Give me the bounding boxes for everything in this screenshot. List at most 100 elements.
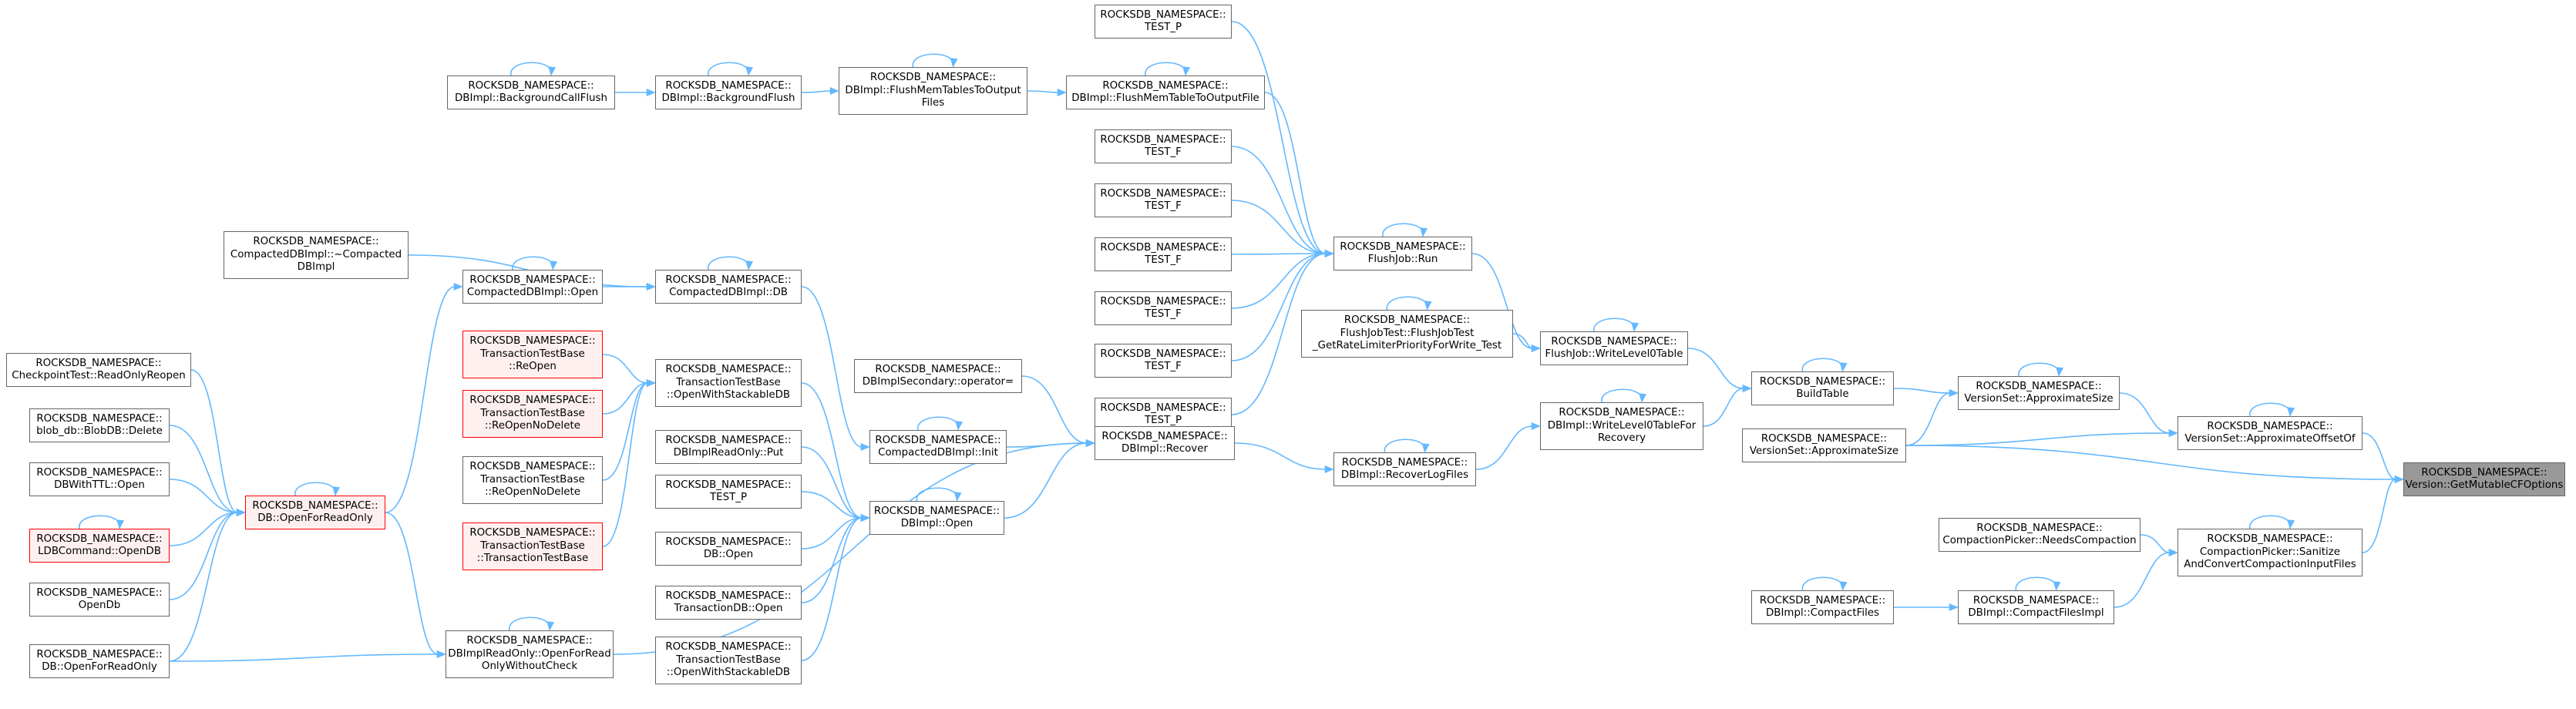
graph-node-cdbi-db[interactable]: ROCKSDB_NAMESPACE:: CompactedDBImpl::DB bbox=[655, 270, 802, 304]
graph-node-test-p1[interactable]: ROCKSDB_NAMESPACE:: TEST_P bbox=[1095, 5, 1232, 39]
graph-node-dbi-compactfilesimpl[interactable]: ROCKSDB_NAMESPACE:: DBImpl::CompactFiles… bbox=[1958, 590, 2114, 624]
graph-node-ldb-opendb[interactable]: ROCKSDB_NAMESPACE:: LDBCommand::OpenDB bbox=[29, 529, 170, 563]
self-loop-dbi-flushtables bbox=[912, 53, 954, 68]
edge-vs-approxsize-b-to-vs-approxoffset bbox=[1905, 432, 2171, 446]
graph-node-dbwithttl-open[interactable]: ROCKSDB_NAMESPACE:: DBWithTTL::Open bbox=[29, 462, 170, 496]
edge-test-p2-to-fj-run-arrow bbox=[1324, 250, 1334, 257]
node-label: ROCKSDB_NAMESPACE:: TEST_P bbox=[665, 479, 792, 504]
graph-node-dbi-recover[interactable]: ROCKSDB_NAMESPACE:: DBImpl::Recover bbox=[1095, 426, 1235, 460]
self-loop-dbi-compactfilesimpl-arrow bbox=[2053, 581, 2061, 591]
graph-node-dbi-bgcallflush[interactable]: ROCKSDB_NAMESPACE:: DBImpl::BackgroundCa… bbox=[447, 76, 615, 109]
graph-node-db-open[interactable]: ROCKSDB_NAMESPACE:: DB::Open bbox=[655, 532, 802, 566]
graph-node-fjt-getrate[interactable]: ROCKSDB_NAMESPACE:: FlushJobTest::FlushJ… bbox=[1301, 310, 1513, 358]
graph-node-test-f5[interactable]: ROCKSDB_NAMESPACE:: TEST_F bbox=[1095, 344, 1232, 378]
graph-node-fj-writel0[interactable]: ROCKSDB_NAMESPACE:: FlushJob::WriteLevel… bbox=[1540, 331, 1688, 365]
graph-node-db-openro2[interactable]: ROCKSDB_NAMESPACE:: DB::OpenForReadOnly bbox=[29, 644, 170, 678]
edge-dbi-flushtables-to-dbi-flushtofile-arrow bbox=[1057, 89, 1067, 96]
graph-node-ttb-reopennodel1[interactable]: ROCKSDB_NAMESPACE:: TransactionTestBase … bbox=[462, 390, 603, 438]
node-label: ROCKSDB_NAMESPACE:: TransactionTestBase … bbox=[469, 461, 596, 499]
graph-node-test-f1[interactable]: ROCKSDB_NAMESPACE:: TEST_F bbox=[1095, 129, 1232, 163]
node-label: ROCKSDB_NAMESPACE:: CompactedDBImpl::~Co… bbox=[230, 236, 402, 274]
graph-node-vs-approxsize-a[interactable]: ROCKSDB_NAMESPACE:: VersionSet::Approxim… bbox=[1958, 376, 2120, 410]
graph-node-buildtable[interactable]: ROCKSDB_NAMESPACE:: BuildTable bbox=[1751, 371, 1894, 405]
self-loop-dbi-flushtables-arrow bbox=[950, 58, 958, 68]
graph-node-ttb-reopen[interactable]: ROCKSDB_NAMESPACE:: TransactionTestBase … bbox=[462, 331, 603, 378]
graph-node-cdbi-open[interactable]: ROCKSDB_NAMESPACE:: CompactedDBImpl::Ope… bbox=[462, 270, 603, 304]
edge-dbwithttl-open-to-db-openro bbox=[169, 479, 238, 513]
graph-node-dbi-flushtables[interactable]: ROCKSDB_NAMESPACE:: DBImpl::FlushMemTabl… bbox=[839, 67, 1027, 115]
edge-ttb-reopen-to-ttb-openstack bbox=[602, 354, 648, 384]
edge-dbiro-put-to-dbi-open bbox=[801, 446, 863, 519]
graph-node-dbi-recoverlog[interactable]: ROCKSDB_NAMESPACE:: DBImpl::RecoverLogFi… bbox=[1333, 452, 1476, 486]
graph-node-dbi-open[interactable]: ROCKSDB_NAMESPACE:: DBImpl::Open bbox=[869, 501, 1004, 535]
graph-node-cp-needs[interactable]: ROCKSDB_NAMESPACE:: CompactionPicker::Ne… bbox=[1939, 518, 2141, 552]
edge-cp-needs-to-cp-sanitize bbox=[2140, 534, 2171, 553]
graph-node-cpt-readonlyreopen[interactable]: ROCKSDB_NAMESPACE:: CheckpointTest::Read… bbox=[6, 353, 191, 387]
edge-db-openro2-to-db-openro bbox=[169, 512, 238, 662]
edge-vs-approxsize-b-to-vs-approxsize-a bbox=[1905, 392, 1951, 446]
graph-node-vs-approxoffset[interactable]: ROCKSDB_NAMESPACE:: VersionSet::Approxim… bbox=[2177, 416, 2362, 450]
graph-node-dbi-writel0[interactable]: ROCKSDB_NAMESPACE:: DBImpl::WriteLevel0T… bbox=[1540, 402, 1703, 450]
graph-node-cp-sanitize[interactable]: ROCKSDB_NAMESPACE:: CompactionPicker::Sa… bbox=[2177, 529, 2362, 576]
graph-node-test-f3[interactable]: ROCKSDB_NAMESPACE:: TEST_F bbox=[1095, 237, 1232, 271]
graph-node-test-f2[interactable]: ROCKSDB_NAMESPACE:: TEST_F bbox=[1095, 183, 1232, 217]
node-label: ROCKSDB_NAMESPACE:: TEST_P bbox=[1100, 402, 1226, 427]
self-loop-dbi-open bbox=[916, 487, 958, 502]
self-loop-fjt-getrate-arrow bbox=[1424, 301, 1432, 311]
graph-node-cdbi-dtor[interactable]: ROCKSDB_NAMESPACE:: CompactedDBImpl::~Co… bbox=[224, 231, 409, 279]
graph-node-tdb-open[interactable]: ROCKSDB_NAMESPACE:: TransactionDB::Open bbox=[655, 586, 802, 620]
node-label: ROCKSDB_NAMESPACE:: VersionSet::Approxim… bbox=[1964, 380, 2114, 405]
self-loop-cdbi-open-arrow bbox=[550, 260, 558, 270]
self-loop-cdbi-init bbox=[917, 416, 959, 431]
edge-ttb-reopennodel2-to-ttb-openstack bbox=[602, 382, 648, 481]
graph-node-ttb-reopennodel2[interactable]: ROCKSDB_NAMESPACE:: TransactionTestBase … bbox=[462, 456, 603, 504]
graph-node-ttb-openstack[interactable]: ROCKSDB_NAMESPACE:: TransactionTestBase … bbox=[655, 359, 802, 407]
edge-blobdb-delete-to-db-openro bbox=[169, 425, 238, 513]
self-loop-dbi-writel0-arrow bbox=[1639, 393, 1647, 403]
graph-node-test-p3[interactable]: ROCKSDB_NAMESPACE:: TEST_P bbox=[655, 475, 802, 509]
self-loop-buildtable bbox=[1801, 358, 1844, 372]
graph-node-dbiro-openwithout[interactable]: ROCKSDB_NAMESPACE:: DBImplReadOnly::Open… bbox=[446, 630, 614, 678]
graph-node-dbi-bgflush[interactable]: ROCKSDB_NAMESPACE:: DBImpl::BackgroundFl… bbox=[655, 76, 802, 109]
edge-test-p3-to-dbi-open bbox=[801, 491, 863, 519]
node-label: ROCKSDB_NAMESPACE:: CompactionPicker::Sa… bbox=[2184, 533, 2356, 571]
graph-node-ttb-ctor[interactable]: ROCKSDB_NAMESPACE:: TransactionTestBase … bbox=[462, 523, 603, 570]
graph-node-ttb-openstack2[interactable]: ROCKSDB_NAMESPACE:: TransactionTestBase … bbox=[655, 637, 802, 684]
edge-test-p1-to-fj-run bbox=[1231, 21, 1327, 254]
edge-cdbi-db-to-cdbi-init-arrow bbox=[860, 443, 870, 451]
graph-node-dbiro-put[interactable]: ROCKSDB_NAMESPACE:: DBImplReadOnly::Put bbox=[655, 430, 802, 464]
graph-node-db-openro[interactable]: ROCKSDB_NAMESPACE:: DB::OpenForReadOnly bbox=[245, 496, 385, 529]
graph-node-opendb[interactable]: ROCKSDB_NAMESPACE:: OpenDb bbox=[29, 583, 170, 617]
edge-cp-sanitize-to-ver-getmut-arrow bbox=[2394, 475, 2404, 483]
node-label: ROCKSDB_NAMESPACE:: DBImplSecondary::ope… bbox=[862, 363, 1014, 388]
graph-node-test-f4[interactable]: ROCKSDB_NAMESPACE:: TEST_F bbox=[1095, 291, 1232, 325]
self-loop-dbi-compactfiles-arrow bbox=[1839, 581, 1848, 591]
edge-fj-writel0-to-buildtable bbox=[1687, 348, 1744, 389]
node-label: ROCKSDB_NAMESPACE:: TEST_F bbox=[1100, 187, 1226, 213]
edge-dbi-bgflush-to-dbi-flushtables bbox=[801, 90, 832, 93]
node-label: ROCKSDB_NAMESPACE:: DBImpl::BackgroundCa… bbox=[455, 79, 607, 105]
edge-cp-needs-to-cp-sanitize-arrow bbox=[2168, 549, 2178, 556]
graph-node-blobdb-delete[interactable]: ROCKSDB_NAMESPACE:: blob_db::BlobDB::Del… bbox=[29, 408, 170, 442]
node-label: ROCKSDB_NAMESPACE:: CompactedDBImpl::Ope… bbox=[466, 274, 599, 299]
graph-node-dbis-operator[interactable]: ROCKSDB_NAMESPACE:: DBImplSecondary::ope… bbox=[854, 359, 1022, 393]
graph-node-dbi-flushtofile[interactable]: ROCKSDB_NAMESPACE:: DBImpl::FlushMemTabl… bbox=[1066, 76, 1265, 109]
graph-node-cdbi-init[interactable]: ROCKSDB_NAMESPACE:: CompactedDBImpl::Ini… bbox=[869, 430, 1007, 464]
graph-node-vs-approxsize-b[interactable]: ROCKSDB_NAMESPACE:: VersionSet::Approxim… bbox=[1742, 428, 1906, 462]
self-loop-cdbi-db-arrow bbox=[745, 260, 754, 270]
edge-dbi-flushtofile-to-fj-run bbox=[1264, 92, 1327, 254]
node-label: ROCKSDB_NAMESPACE:: DBImpl::WriteLevel0T… bbox=[1547, 407, 1697, 445]
edge-dbi-compactfiles-to-dbi-compactfilesimpl-arrow bbox=[1949, 603, 1959, 611]
graph-node-dbi-compactfiles[interactable]: ROCKSDB_NAMESPACE:: DBImpl::CompactFiles bbox=[1751, 590, 1894, 624]
self-loop-vs-approxoffset bbox=[2249, 402, 2291, 417]
self-loop-dbi-compactfilesimpl bbox=[2015, 576, 2057, 591]
self-loop-dbi-bgflush bbox=[708, 62, 749, 76]
self-loop-fj-writel0-arrow bbox=[1631, 322, 1639, 332]
node-label: ROCKSDB_NAMESPACE:: FlushJob::WriteLevel… bbox=[1545, 335, 1683, 361]
edge-fjt-getrate-to-fj-writel0 bbox=[1512, 333, 1533, 349]
graph-node-fj-run[interactable]: ROCKSDB_NAMESPACE:: FlushJob::Run bbox=[1333, 237, 1472, 270]
self-loop-dbi-flushtofile bbox=[1145, 62, 1186, 76]
edge-buildtable-to-vs-approxsize-a bbox=[1893, 388, 1951, 394]
self-loop-fj-writel0 bbox=[1593, 318, 1635, 332]
